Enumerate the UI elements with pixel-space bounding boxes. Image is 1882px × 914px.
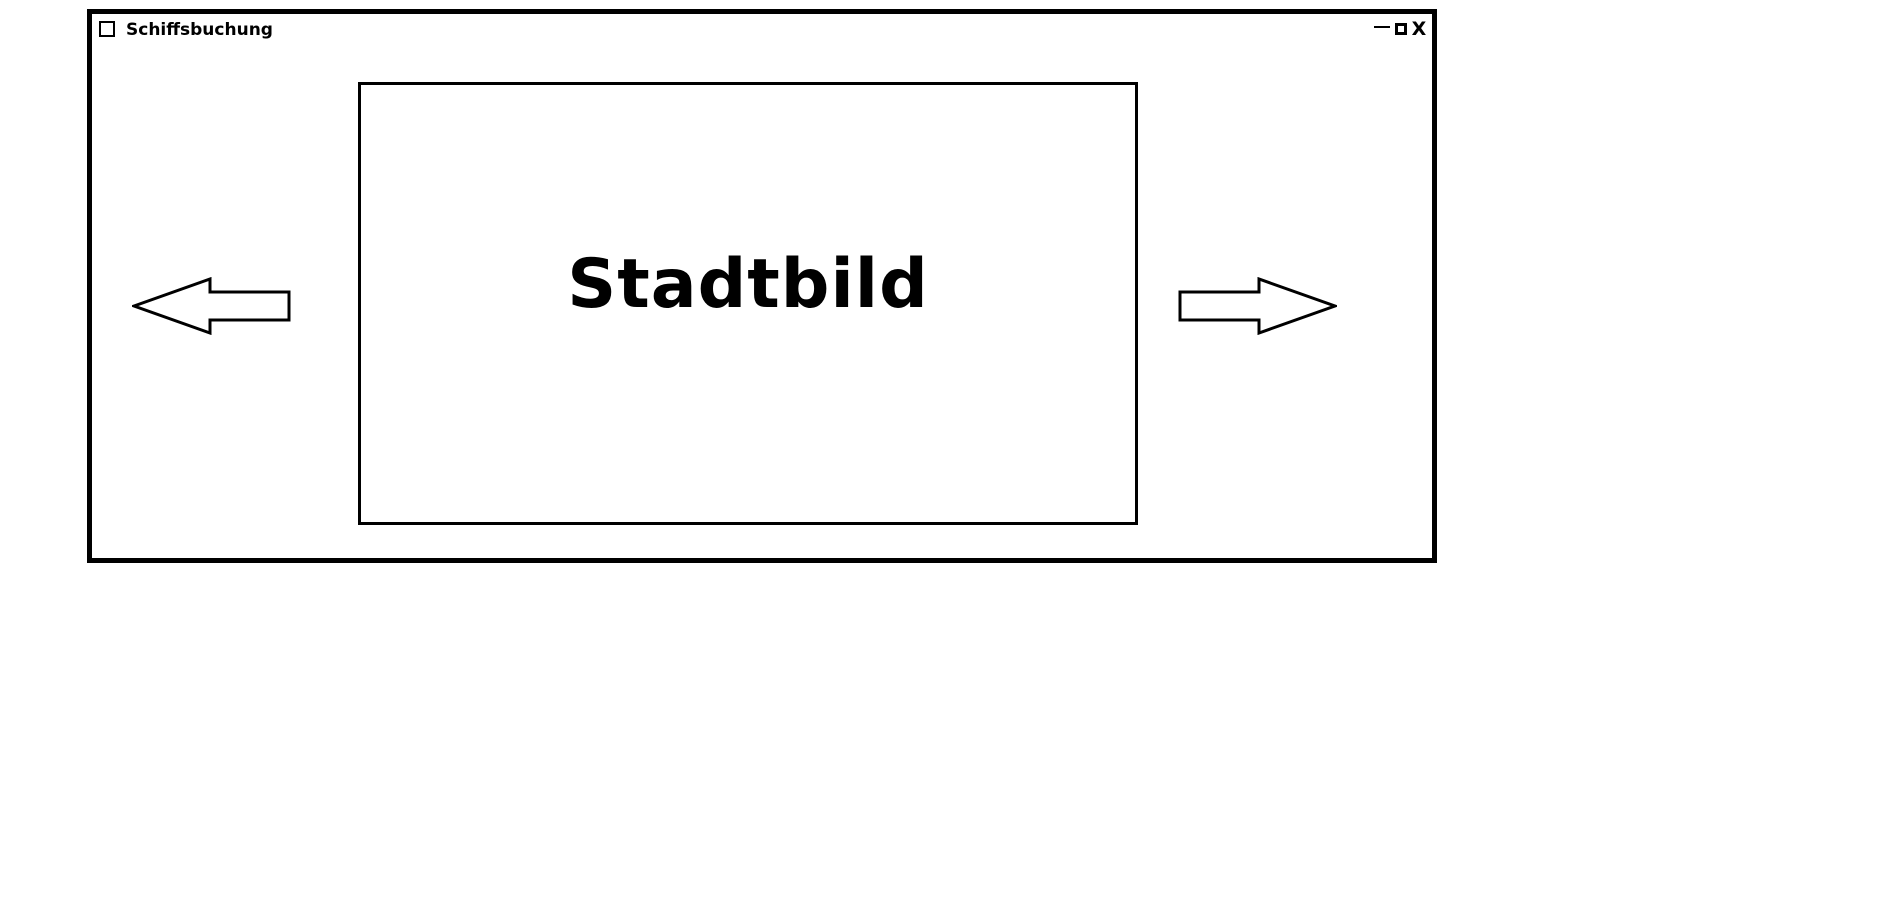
minimize-icon (1374, 26, 1390, 28)
window-title: Schiffsbuchung (126, 20, 273, 40)
close-button[interactable]: X (1411, 18, 1427, 40)
previous-image-button[interactable] (129, 276, 292, 336)
arrow-right-icon (1178, 276, 1340, 336)
next-image-button[interactable] (1177, 276, 1340, 336)
title-bar[interactable]: Schiffsbuchung X (92, 14, 1432, 54)
maximize-icon (1395, 23, 1407, 35)
arrow-left-icon (129, 276, 291, 336)
maximize-button[interactable] (1392, 20, 1410, 38)
image-label: Stadtbild (567, 245, 929, 324)
minimize-button[interactable] (1373, 20, 1391, 38)
window-icon (99, 21, 115, 37)
app-window: Schiffsbuchung X Stadtbild (87, 9, 1437, 563)
city-image-placeholder: Stadtbild (358, 82, 1138, 525)
